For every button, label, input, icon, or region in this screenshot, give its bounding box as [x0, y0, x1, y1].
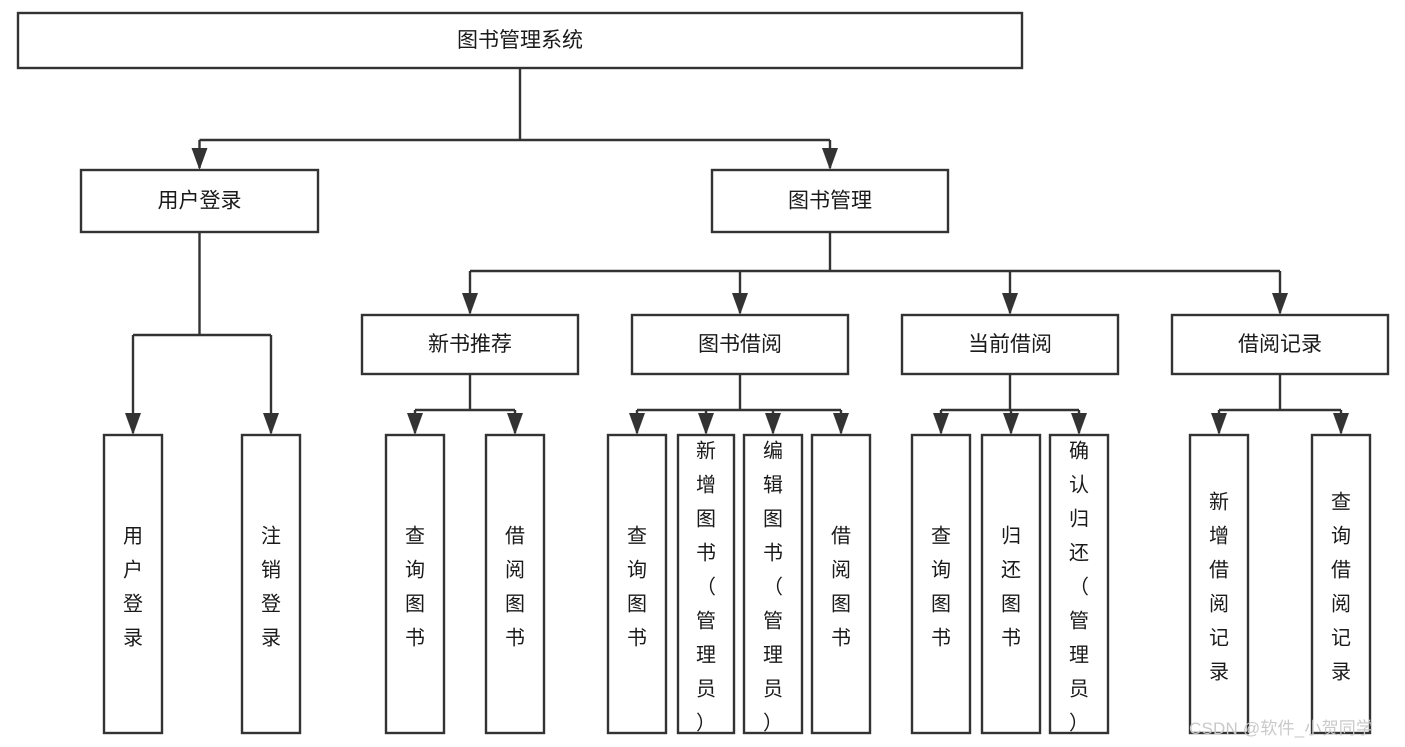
arrow-head-icon	[263, 413, 279, 435]
node-label: 归还图书	[1001, 525, 1021, 650]
node-new-book-recommend[interactable]: 新书推荐	[360, 313, 580, 376]
node-label: 借阅记录	[1238, 333, 1322, 356]
node-box	[1170, 313, 1390, 376]
node-box	[710, 168, 950, 234]
arrow-head-icon	[191, 148, 208, 170]
node-leaf-add-book[interactable]: 新增图书（管理员）	[676, 433, 736, 735]
node-label: 编辑图书（管理员）	[763, 440, 783, 735]
node-box	[384, 433, 446, 735]
node-label: 用户登录	[158, 190, 242, 213]
connector-group-new-book-recommend	[407, 374, 523, 435]
node-box	[606, 433, 668, 735]
node-label: 借阅图书	[831, 525, 851, 650]
node-leaf-borrow-book[interactable]: 借阅图书	[810, 433, 872, 735]
arrow-head-icon	[1003, 413, 1019, 435]
node-label: 借阅图书	[505, 525, 525, 650]
node-label: 新增图书（管理员）	[696, 440, 716, 735]
arrow-head-icon	[1333, 413, 1349, 435]
node-box	[742, 433, 804, 735]
connector-group-user-login	[125, 232, 279, 435]
node-box	[630, 313, 850, 376]
connector-group-current-borrow	[933, 374, 1087, 435]
arrow-head-icon	[1272, 293, 1288, 315]
node-book-borrow[interactable]: 图书借阅	[630, 313, 850, 376]
arrow-head-icon	[507, 413, 523, 435]
node-leaf-query-book-cur[interactable]: 查询图书	[910, 433, 972, 735]
node-box	[810, 433, 872, 735]
node-box	[676, 433, 736, 735]
node-leaf-return-book[interactable]: 归还图书	[980, 433, 1042, 735]
node-box	[1048, 433, 1110, 735]
connector-group-book-borrow	[629, 374, 849, 435]
node-root[interactable]: 图书管理系统	[16, 11, 1024, 70]
node-box	[360, 313, 580, 376]
node-leaf-confirm-return[interactable]: 确认归还（管理员）	[1048, 433, 1110, 735]
node-box	[980, 433, 1042, 735]
arrow-head-icon	[407, 413, 423, 435]
node-box	[1310, 433, 1372, 735]
node-leaf-query-book-rec[interactable]: 查询图书	[384, 433, 446, 735]
arrow-head-icon	[462, 293, 478, 315]
node-box	[1188, 433, 1250, 735]
node-box	[79, 168, 320, 234]
connector-group-root	[191, 68, 838, 170]
arrow-head-icon	[933, 413, 949, 435]
node-label: 查询图书	[627, 525, 647, 650]
connector-group-book-manage	[462, 232, 1288, 315]
node-layer: 图书管理系统用户登录图书管理新书推荐图书借阅当前借阅借阅记录用户登录注销登录查询…	[16, 11, 1390, 735]
node-label: 图书管理	[788, 190, 872, 213]
node-box	[900, 313, 1120, 376]
node-label: 用户登录	[123, 526, 143, 650]
node-leaf-user-login[interactable]: 用户登录	[102, 433, 164, 735]
connector-layer	[125, 68, 1349, 435]
node-label: 查询图书	[931, 525, 951, 650]
node-label: 查询图书	[405, 525, 425, 650]
node-label: 图书管理系统	[457, 29, 583, 52]
node-leaf-borrow-book-rec[interactable]: 借阅图书	[484, 433, 546, 735]
node-label: 新增借阅记录	[1209, 491, 1229, 684]
node-box	[910, 433, 972, 735]
watermark-text: CSDN @软件_小贺同学	[1189, 719, 1374, 738]
arrow-head-icon	[629, 413, 645, 435]
connector-group-borrow-record	[1211, 374, 1349, 435]
node-label: 注销登录	[261, 525, 281, 650]
node-leaf-user-logout[interactable]: 注销登录	[240, 433, 302, 735]
arrow-head-icon	[822, 148, 838, 170]
node-box	[240, 433, 302, 735]
node-label: 图书借阅	[698, 333, 782, 356]
arrow-head-icon	[732, 293, 748, 315]
node-book-manage[interactable]: 图书管理	[710, 168, 950, 234]
node-leaf-add-borrow-record[interactable]: 新增借阅记录	[1188, 433, 1250, 735]
arrow-head-icon	[125, 413, 141, 435]
arrow-head-icon	[833, 413, 849, 435]
arrow-head-icon	[765, 413, 781, 435]
node-label: 当前借阅	[968, 333, 1052, 356]
node-box	[484, 433, 546, 735]
node-leaf-query-book-borrow[interactable]: 查询图书	[606, 433, 668, 735]
node-box	[16, 11, 1024, 70]
node-current-borrow[interactable]: 当前借阅	[900, 313, 1120, 376]
arrow-head-icon	[1211, 413, 1227, 435]
node-label: 查询借阅记录	[1331, 491, 1351, 684]
node-user-login[interactable]: 用户登录	[79, 168, 320, 234]
node-box	[102, 433, 164, 735]
node-label: 新书推荐	[428, 333, 512, 356]
node-leaf-edit-book[interactable]: 编辑图书（管理员）	[742, 433, 804, 735]
arrow-head-icon	[1002, 293, 1018, 315]
node-label: 确认归还（管理员）	[1069, 440, 1089, 735]
arrow-head-icon	[1071, 413, 1087, 435]
node-borrow-record[interactable]: 借阅记录	[1170, 313, 1390, 376]
node-leaf-query-borrow-record[interactable]: 查询借阅记录	[1310, 433, 1372, 735]
arrow-head-icon	[698, 413, 714, 435]
